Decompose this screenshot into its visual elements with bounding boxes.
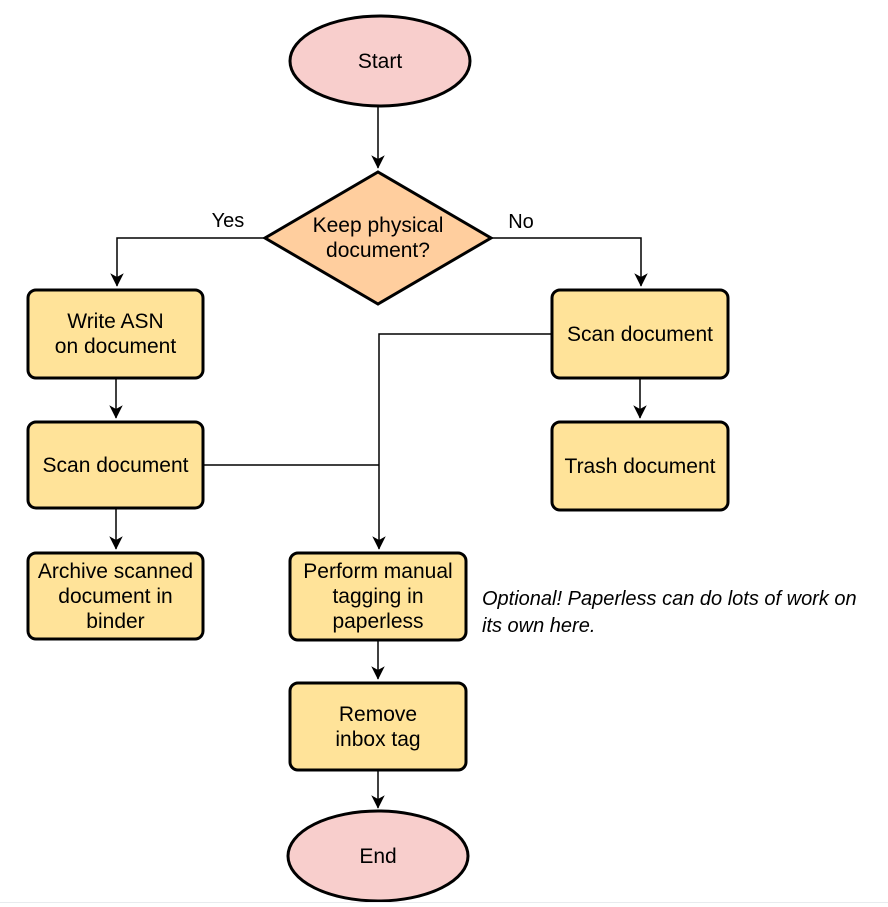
- scan-left-node: [26, 420, 205, 510]
- start-node-label: Start: [357, 49, 403, 73]
- yes-branch-label: Yes: [211, 209, 245, 232]
- bottom-divider: [0, 902, 888, 903]
- edge-decision-yes-to-write-asn: [110, 237, 265, 287]
- tagging-node-label: Perform manual tagging in paperless: [303, 560, 453, 633]
- archive-node: [26, 551, 205, 641]
- trash-node: [550, 420, 730, 512]
- decision-node: [262, 170, 494, 306]
- write-asn-node: [26, 288, 205, 380]
- trash-node-label: Trash document: [564, 454, 716, 478]
- remove-inbox-node-label: Remove inbox tag: [335, 702, 421, 751]
- edge-decision-no-to-scan-right: [491, 237, 648, 287]
- archive-node-label: Archive scanned document in binder: [37, 559, 194, 633]
- no-branch-label: No: [508, 210, 534, 233]
- edge-scan-right-to-tagging: [372, 333, 552, 550]
- scan-right-node: [550, 288, 730, 380]
- scan-right-node-label: Scan document: [567, 322, 713, 346]
- start-node: [288, 14, 472, 108]
- end-node: [286, 809, 470, 903]
- write-asn-node-label: Write ASN on document: [54, 310, 177, 358]
- end-node-label: End: [359, 844, 397, 868]
- remove-inbox-node: [288, 681, 468, 772]
- scan-left-node-label: Scan document: [42, 453, 189, 477]
- optional-annotation: Optional! Paperless can do lots of work …: [482, 588, 857, 637]
- tagging-node: [288, 551, 468, 642]
- decision-node-label: Keep physical document?: [312, 214, 444, 262]
